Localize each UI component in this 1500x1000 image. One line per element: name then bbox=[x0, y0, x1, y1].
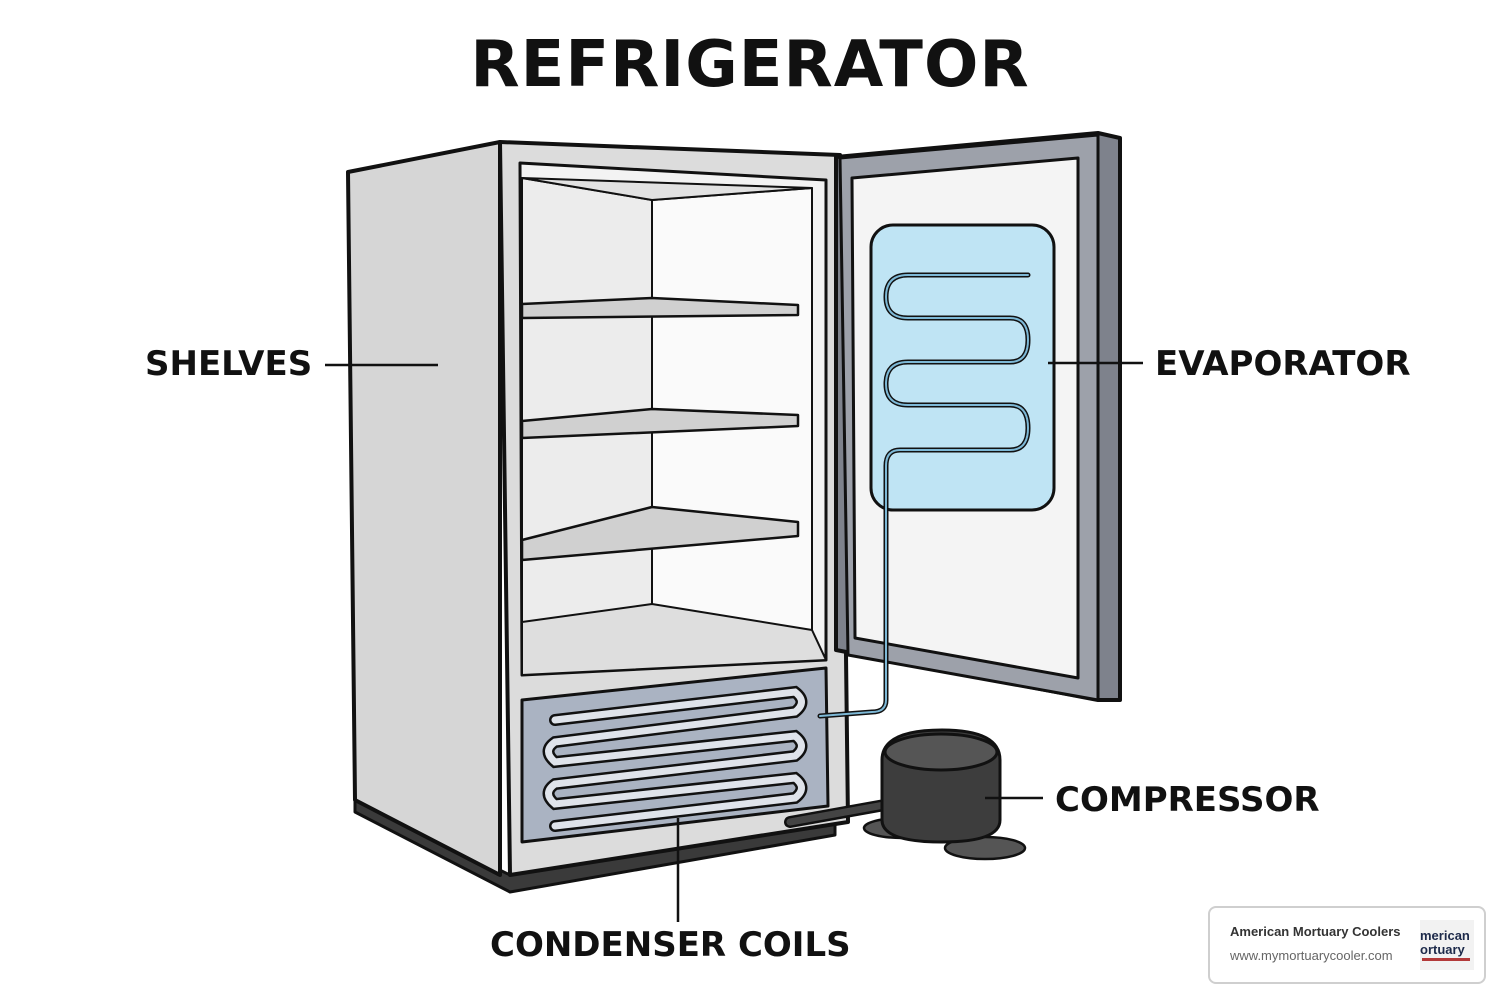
compressor-unit bbox=[862, 728, 1027, 861]
brand-watermark[interactable]: American Mortuary Coolers www.mymortuary… bbox=[1208, 906, 1486, 984]
evaporator-panel bbox=[817, 223, 1056, 719]
condenser-coil-panel bbox=[520, 666, 830, 844]
shelf-3 bbox=[520, 505, 800, 562]
label-shelves: SHELVES bbox=[145, 344, 313, 384]
condenser-coil-tubes bbox=[542, 685, 808, 832]
shelf-1 bbox=[520, 296, 800, 320]
brand-logo-stripe bbox=[1422, 958, 1470, 961]
brand-logo-text-2: ortuary bbox=[1420, 942, 1465, 957]
label-evaporator: EVAPORATOR bbox=[1155, 344, 1411, 384]
label-condenser-coils: CONDENSER COILS bbox=[490, 925, 851, 965]
cabinet-side bbox=[346, 140, 502, 877]
brand-name: American Mortuary Coolers bbox=[1230, 924, 1401, 939]
leader-lines bbox=[325, 361, 1143, 922]
label-compressor: COMPRESSOR bbox=[1055, 780, 1320, 820]
brand-logo: merican ortuary bbox=[1420, 920, 1474, 970]
compressor-pipe bbox=[784, 798, 896, 828]
diagram-title: REFRIGERATOR bbox=[470, 28, 1030, 102]
brand-url[interactable]: www.mymortuarycooler.com bbox=[1230, 948, 1393, 963]
shelf-2 bbox=[520, 407, 800, 440]
brand-logo-text-1: merican bbox=[1420, 928, 1470, 943]
